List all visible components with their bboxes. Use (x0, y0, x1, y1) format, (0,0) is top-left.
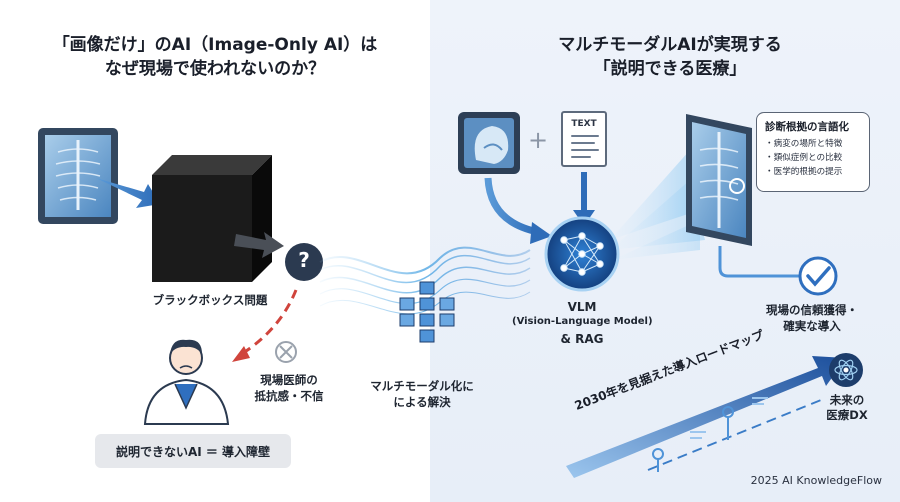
black-box-cube-icon (152, 155, 272, 282)
barrier-label: 説明できないAI ＝ 導入障壁 (115, 444, 271, 459)
arrow-mri-to-vlm (484, 177, 539, 236)
right-title-line1: マルチモーダルAIが実現する (558, 35, 782, 55)
question-mark-text: ? (298, 248, 310, 272)
multimodal-wave-graphic (319, 246, 531, 315)
question-circle-icon (285, 243, 323, 281)
xray-monitor-icon (38, 128, 118, 224)
note-item: 医学的根拠の提示 (765, 165, 861, 179)
doctor-label-line1: 現場医師の (260, 373, 318, 387)
arrow-xray-to-box (96, 178, 160, 208)
doc-line (571, 135, 599, 137)
red-dashed-arrow (239, 289, 298, 357)
text-doc-label: TEXT (571, 119, 597, 129)
diagnosis-note-box: 診断根拠の言語化 病変の場所と特徴 類似症例との比較 医学的根拠の提示 (756, 112, 870, 192)
light-beam-graphic (610, 150, 705, 260)
right-title-line2: 「説明できる医療」 (593, 59, 747, 79)
future-label-line2: 医療DX (826, 408, 868, 422)
vlm-neural-network-icon (544, 216, 620, 292)
vlm-label-line3: & RAG (560, 332, 604, 346)
arrow-box-to-question (234, 232, 284, 258)
future-label-line1: 未来の (829, 393, 865, 407)
doc-line (571, 156, 591, 158)
vlm-label-line2: (Vision-Language Model) (512, 316, 653, 327)
blackbox-label: ブラックボックス問題 (152, 293, 268, 307)
barrier-pill: 説明できないAI ＝ 導入障壁 (95, 434, 291, 468)
roadmap-arrow-graphic (566, 356, 846, 478)
doc-line (571, 142, 595, 144)
xray-monitor-right-icon (686, 114, 752, 246)
doctor-icon (143, 339, 230, 425)
left-title-line1: 「画像だけ」のAI（Image-Only AI）は (52, 35, 378, 55)
multimodal-label-line1: マルチモーダル化に (370, 379, 474, 393)
vlm-label-line1: VLM (567, 300, 597, 314)
doctor-label-line2: 抵抗感・不信 (254, 389, 324, 403)
left-title-line2: なぜ現場で使われないのか？ (104, 59, 326, 79)
reject-circle-icon (275, 341, 297, 363)
multimodal-label-line2: による解決 (393, 395, 451, 409)
trust-label-line1: 現場の信頼獲得・ (766, 303, 858, 317)
plus-sign: + (527, 126, 549, 154)
trust-label-line2: 確実な導入 (783, 319, 841, 333)
note-title: 診断根拠の言語化 (765, 121, 849, 133)
note-item: 類似症例との比較 (765, 151, 861, 165)
check-circle-icon (798, 256, 838, 296)
neural-layer-stack-icon (399, 281, 455, 343)
footer-credit: 2025 AI KnowledgeFlow (750, 474, 882, 487)
connector-monitor-to-check (718, 246, 800, 278)
text-document-icon: TEXT (561, 111, 607, 167)
future-atom-icon (829, 353, 863, 387)
note-item: 病変の場所と特徴 (765, 137, 861, 151)
doc-line (571, 149, 599, 151)
mri-scan-icon (458, 112, 520, 174)
